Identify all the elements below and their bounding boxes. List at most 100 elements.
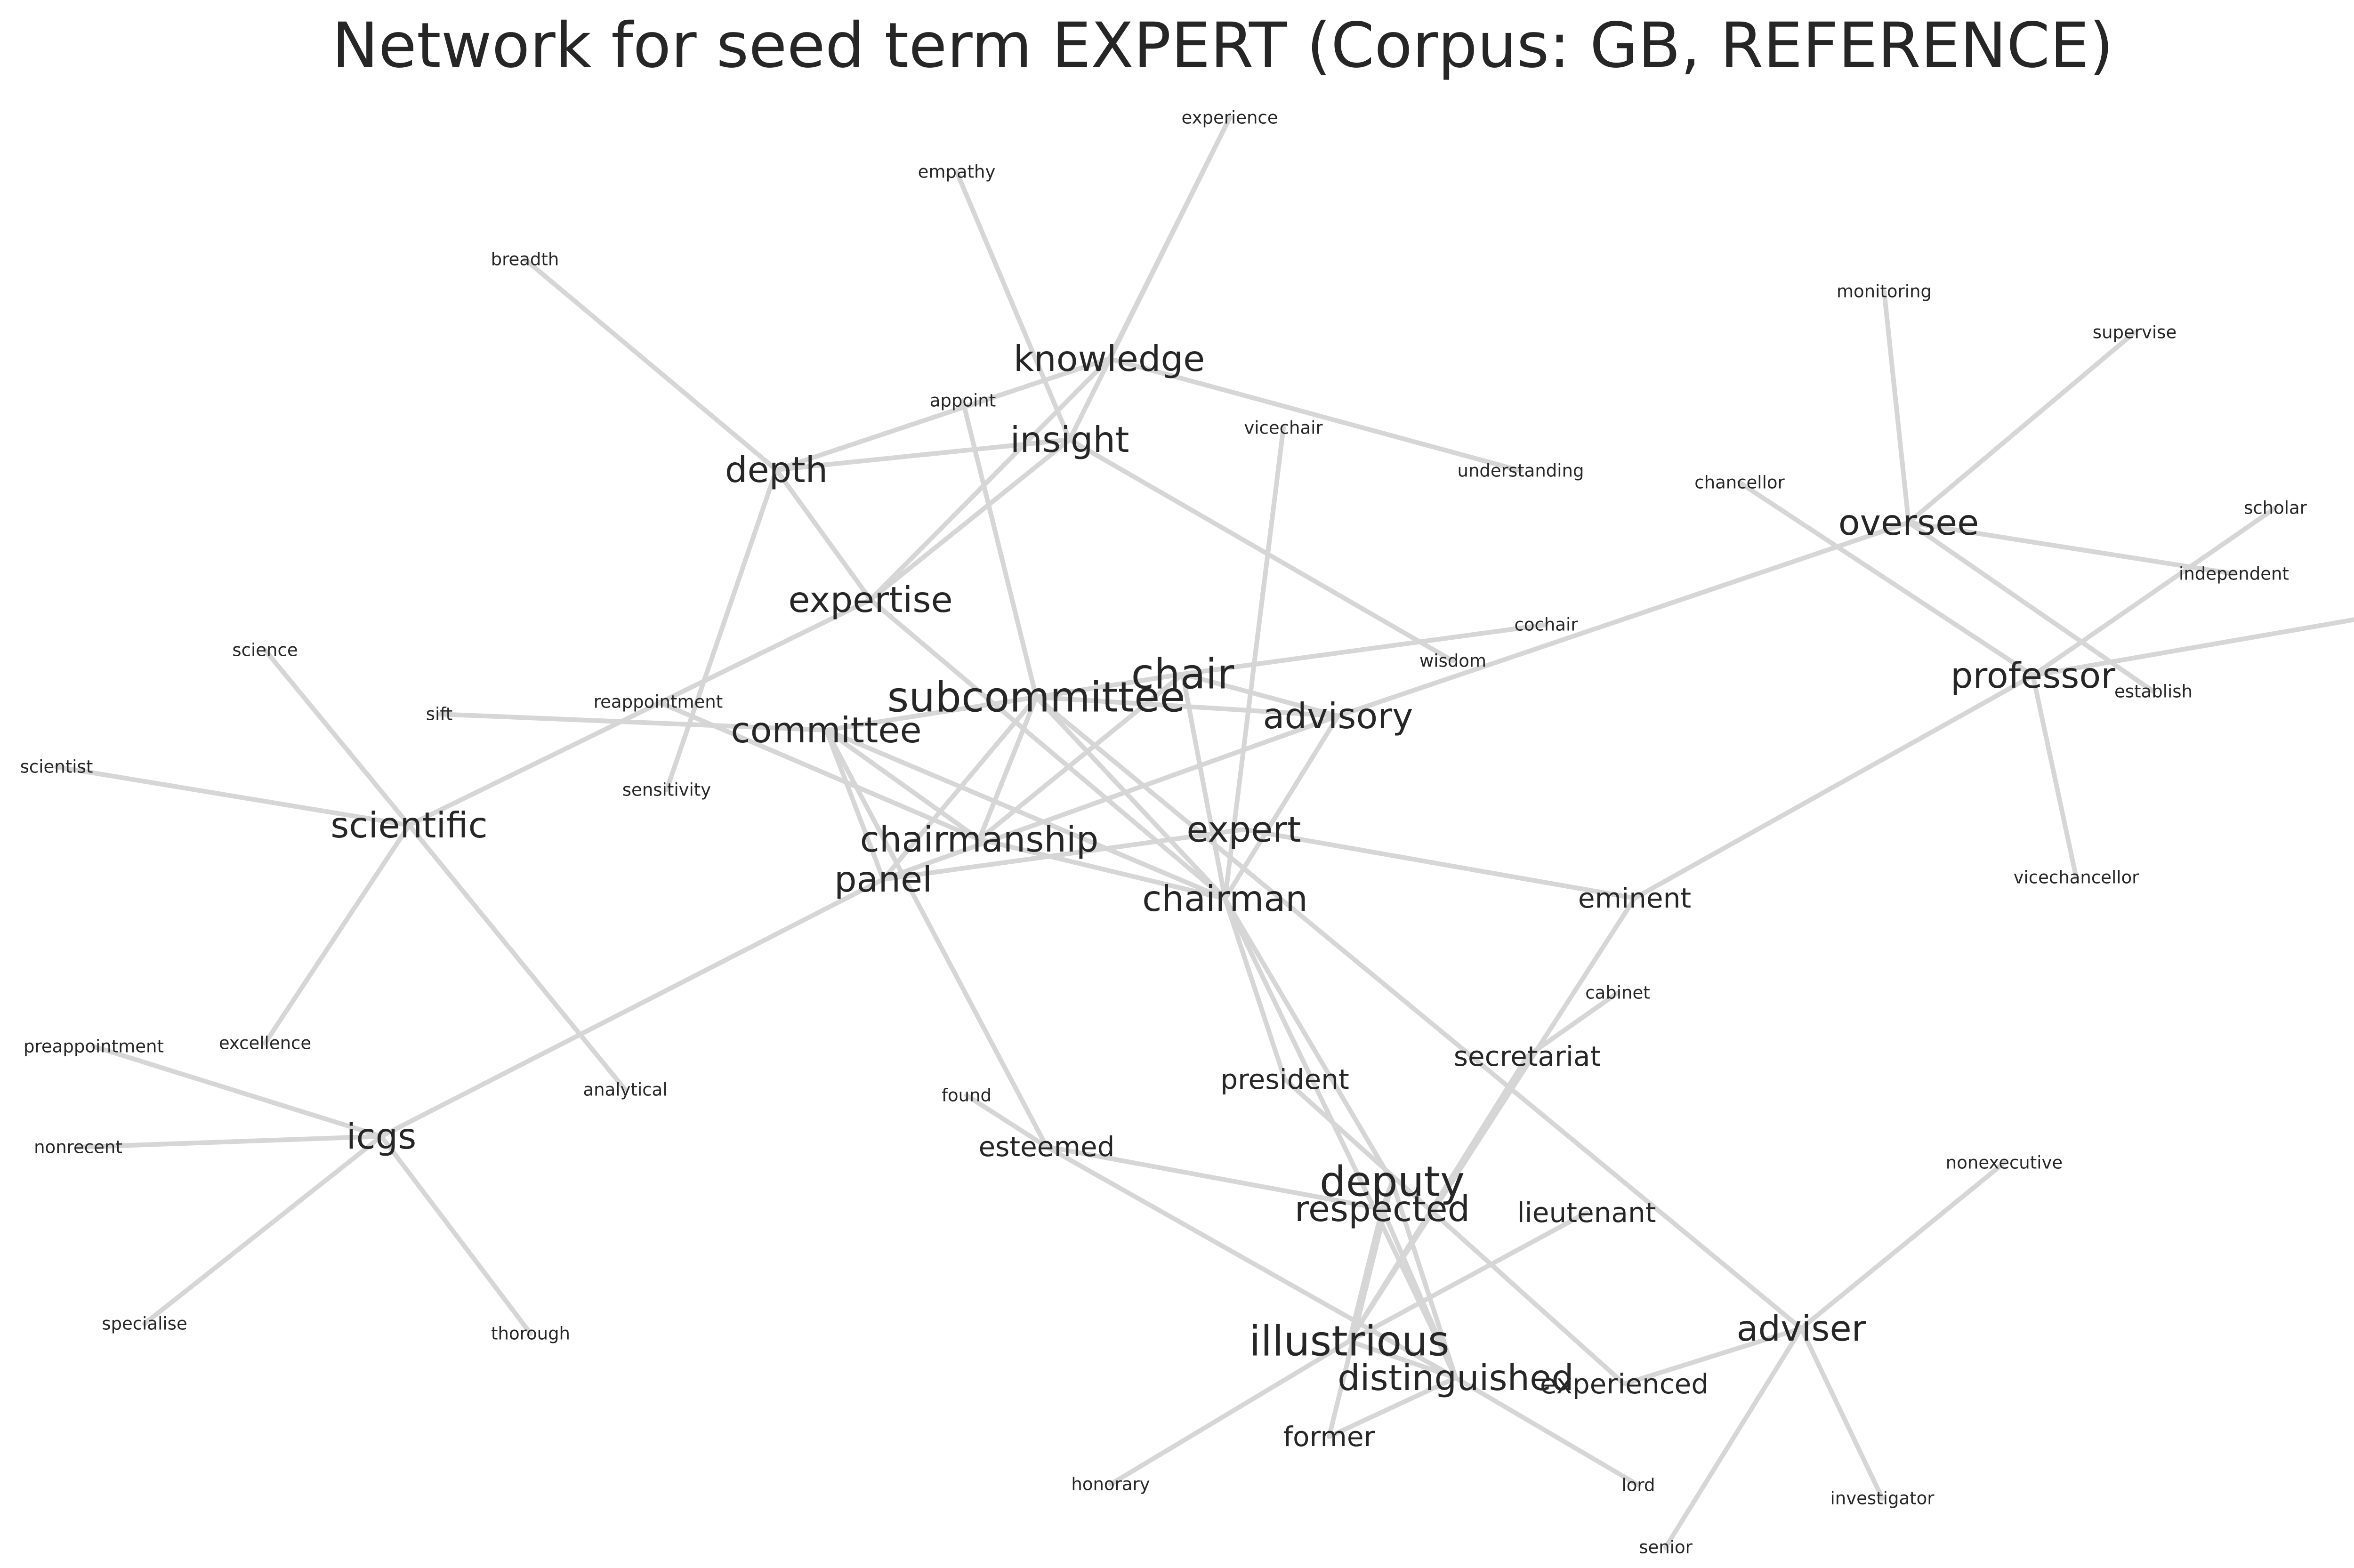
node-science: science — [232, 640, 298, 660]
edge-chairman-deputy — [1223, 896, 1395, 1184]
edge-expertise-scientific — [407, 597, 873, 828]
node-breadth: breadth — [491, 249, 559, 270]
node-vicechancellor: vicechancellor — [2014, 868, 2140, 888]
node-adviser: adviser — [1737, 1308, 1866, 1349]
node-president: president — [1220, 1063, 1349, 1095]
node-illustrious: illustrious — [1249, 1317, 1450, 1366]
node-scientist: scientist — [20, 757, 93, 777]
edge-chairman-president — [1223, 896, 1287, 1082]
node-chair: chair — [1131, 650, 1235, 699]
node-establish: establish — [2114, 682, 2193, 702]
node-chairman: chairman — [1142, 878, 1308, 919]
edge-depth-sensitivity — [664, 467, 779, 792]
edge-adviser-investigator — [1799, 1326, 1885, 1501]
node-specialise: specialise — [102, 1314, 187, 1334]
edge-knowledge-understanding — [1107, 356, 1523, 473]
edge-subcommittee-chairman — [1034, 695, 1227, 901]
node-independent: independent — [2179, 564, 2289, 584]
node-investigator: investigator — [1830, 1488, 1935, 1509]
edge-deputy-former — [1327, 1179, 1395, 1439]
edge-scholar-professor — [2031, 506, 2278, 678]
node-sift: sift — [426, 704, 452, 724]
edge-sift-committee — [437, 712, 829, 732]
node-thorough: thorough — [491, 1324, 570, 1344]
edge-subcommittee-adviser — [1034, 695, 1804, 1331]
edge-professor-vicechancellor — [2031, 673, 2079, 880]
edge-subcommittee-chairmanship — [977, 695, 1039, 842]
edge-advisory-panel — [881, 714, 1340, 882]
edge-deputy-distinguished — [1390, 1179, 1458, 1380]
edge-breadth-depth — [523, 257, 779, 472]
edge-depth-expertise — [774, 467, 873, 602]
edge-illustrious-distinguished — [1347, 1339, 1458, 1380]
node-experienced: experienced — [1540, 1368, 1709, 1400]
node-former: former — [1283, 1421, 1375, 1453]
node-cabinet: cabinet — [1585, 983, 1650, 1003]
edge-insight-depth — [774, 437, 1072, 472]
edge-chairman-distinguished — [1223, 896, 1458, 1380]
node-expert: expert — [1186, 809, 1301, 850]
edge-oversee-advisory — [1336, 520, 1911, 718]
edge-committee-chairmanship — [824, 728, 982, 842]
node-supervise: supervise — [2093, 322, 2177, 343]
edge-committee-chairman — [824, 728, 1227, 901]
edge-thorough-icgs — [379, 1134, 533, 1336]
edge-committee-esteemed — [824, 728, 1049, 1149]
node-experience: experience — [1181, 108, 1278, 128]
edge-supervise-oversee — [1906, 330, 2137, 525]
edge-scientist-scientific — [54, 764, 411, 828]
node-distinguished: distinguished — [1338, 1357, 1574, 1399]
node-expertise: expertise — [788, 579, 952, 620]
node-scientific: scientific — [331, 804, 488, 846]
node-excellence: excellence — [219, 1033, 311, 1053]
edge-reappointment-chairmanship — [656, 700, 982, 842]
node-preappointment: preappointment — [24, 1037, 164, 1057]
edge-respected-illustrious — [1347, 1206, 1385, 1343]
node-wisdom: wisdom — [1419, 651, 1486, 671]
edge-professor-eminent — [1632, 673, 2035, 901]
node-lord: lord — [1622, 1475, 1655, 1496]
edge-insight-expertise — [868, 437, 1072, 602]
node-deputy: deputy — [1320, 1158, 1465, 1206]
edge-chair-chairman — [1180, 672, 1227, 901]
node-panel: panel — [834, 859, 932, 900]
node-understanding: understanding — [1458, 461, 1584, 481]
edge-adviser-senior — [1663, 1326, 1804, 1550]
edge-illustrious-honorary — [1108, 1339, 1352, 1487]
node-vicechair: vicechair — [1244, 418, 1323, 438]
node-analytical: analytical — [583, 1080, 667, 1100]
edge-chair-advisory — [1180, 672, 1340, 718]
node-eminent: eminent — [1578, 882, 1691, 914]
edge-scientific-excellence — [263, 823, 411, 1045]
edge-subcommittee-advisory — [1034, 695, 1340, 718]
node-esteemed: esteemed — [978, 1131, 1114, 1163]
edge-scientific-analytical — [407, 823, 628, 1092]
node-committee: committee — [731, 709, 921, 751]
edge-expert-panel — [881, 827, 1246, 882]
edge-esteemed-respected — [1044, 1144, 1385, 1211]
node-insight: insight — [1010, 419, 1129, 460]
edge-appoint-subcommittee — [960, 398, 1039, 700]
edge-chancellor-professor — [1737, 480, 2035, 678]
node-reappointment: reappointment — [594, 692, 723, 712]
node-nonexecutive: nonexecutive — [1946, 1153, 2063, 1173]
node-layer: experienceempathybreadthmonitoringsuperv… — [20, 108, 2307, 1558]
edge-knowledge-depth — [774, 356, 1112, 472]
node-senior: senior — [1639, 1537, 1693, 1558]
node-respected: respected — [1295, 1188, 1470, 1230]
node-secretariat: secretariat — [1454, 1040, 1601, 1072]
node-professor: professor — [1951, 655, 2115, 696]
edge-panel-icgs — [379, 877, 886, 1139]
edge-expertise-chairman — [868, 597, 1227, 901]
edge-distinguished-lord — [1453, 1375, 1641, 1488]
node-cochair: cochair — [1515, 615, 1579, 635]
node-lieutenant: lieutenant — [1517, 1197, 1656, 1229]
node-subcommittee: subcommittee — [887, 673, 1185, 722]
edge-chair-subcommittee — [1034, 672, 1185, 700]
edge-advisory-chairman — [1223, 714, 1340, 901]
edge-cabinet-secretariat — [1525, 990, 1620, 1059]
edge-expert-eminent — [1241, 827, 1637, 901]
edge-found-esteemed — [964, 1093, 1049, 1149]
edge-science-scientific — [263, 648, 411, 828]
